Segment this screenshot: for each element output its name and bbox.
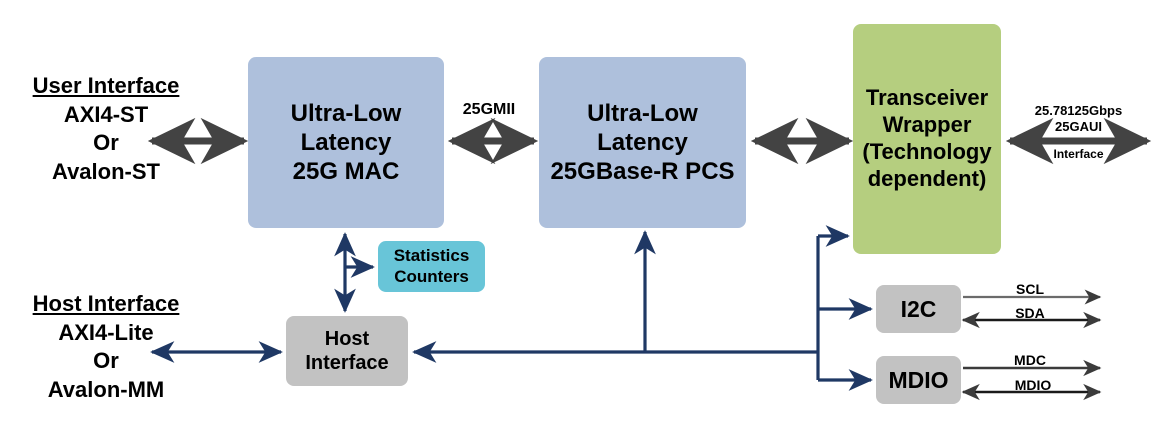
block-mdio[interactable]: MDIO [876, 356, 961, 404]
label-sda: SDA [1015, 305, 1045, 321]
statistics-line-1: Statistics [393, 245, 470, 265]
block-i2c[interactable]: I2C [876, 285, 961, 333]
pcs-line-2: Latency [597, 128, 688, 156]
transceiver-line-2: Wrapper [882, 112, 972, 138]
caption-host-interface: Host Interface AXI4-Lite Or Avalon-MM [6, 290, 206, 404]
label-25gmii: 25GMII [462, 101, 516, 118]
transceiver-line-1: Transceiver [865, 85, 989, 111]
pcs-line-3: 25GBase-R PCS [550, 158, 735, 186]
mac-line-3: 25G MAC [292, 158, 400, 186]
block-ultra-low-latency-25g-mac[interactable]: Ultra-Low Latency 25G MAC [248, 57, 444, 228]
host-interface-option-1: AXI4-Lite [58, 319, 154, 345]
user-interface-option-1: AXI4-ST [63, 101, 149, 127]
label-mdc: MDC [1014, 352, 1046, 368]
transceiver-line-4: dependent) [867, 165, 987, 191]
i2c-label: I2C [900, 295, 937, 322]
block-transceiver-wrapper[interactable]: Transceiver Wrapper (Technology dependen… [853, 24, 1001, 254]
user-interface-conjunction: Or [93, 130, 119, 156]
user-interface-header: User Interface [32, 73, 180, 98]
caption-user-interface: User Interface AXI4-ST Or Avalon-ST [6, 72, 206, 186]
block-host-interface[interactable]: Host Interface [286, 316, 408, 386]
block-ultra-low-latency-25gbase-r-pcs[interactable]: Ultra-Low Latency 25GBase-R PCS [539, 57, 746, 228]
mdio-label: MDIO [888, 366, 949, 393]
user-interface-option-2: Avalon-ST [52, 158, 160, 184]
transceiver-line-3: (Technology [862, 139, 992, 164]
label-mdio: MDIO [1014, 377, 1052, 393]
host-line-2: Interface [305, 352, 389, 374]
mac-line-1: Ultra-Low [290, 99, 402, 127]
host-line-1: Host [324, 327, 370, 350]
host-interface-option-2: Avalon-MM [47, 376, 165, 402]
label-aui-interface: Interface [1053, 147, 1104, 161]
mac-line-2: Latency [300, 128, 392, 156]
pcs-line-1: Ultra-Low [587, 99, 698, 127]
block-statistics-counters[interactable]: Statistics Counters [378, 241, 485, 292]
label-aui-name: 25GAUI [1055, 119, 1102, 134]
label-aui-rate: 25.78125Gbps [1034, 103, 1123, 118]
host-interface-header: Host Interface [32, 291, 180, 316]
host-interface-conjunction: Or [93, 348, 119, 374]
label-scl: SCL [1016, 281, 1044, 297]
statistics-line-2: Counters [394, 266, 469, 286]
